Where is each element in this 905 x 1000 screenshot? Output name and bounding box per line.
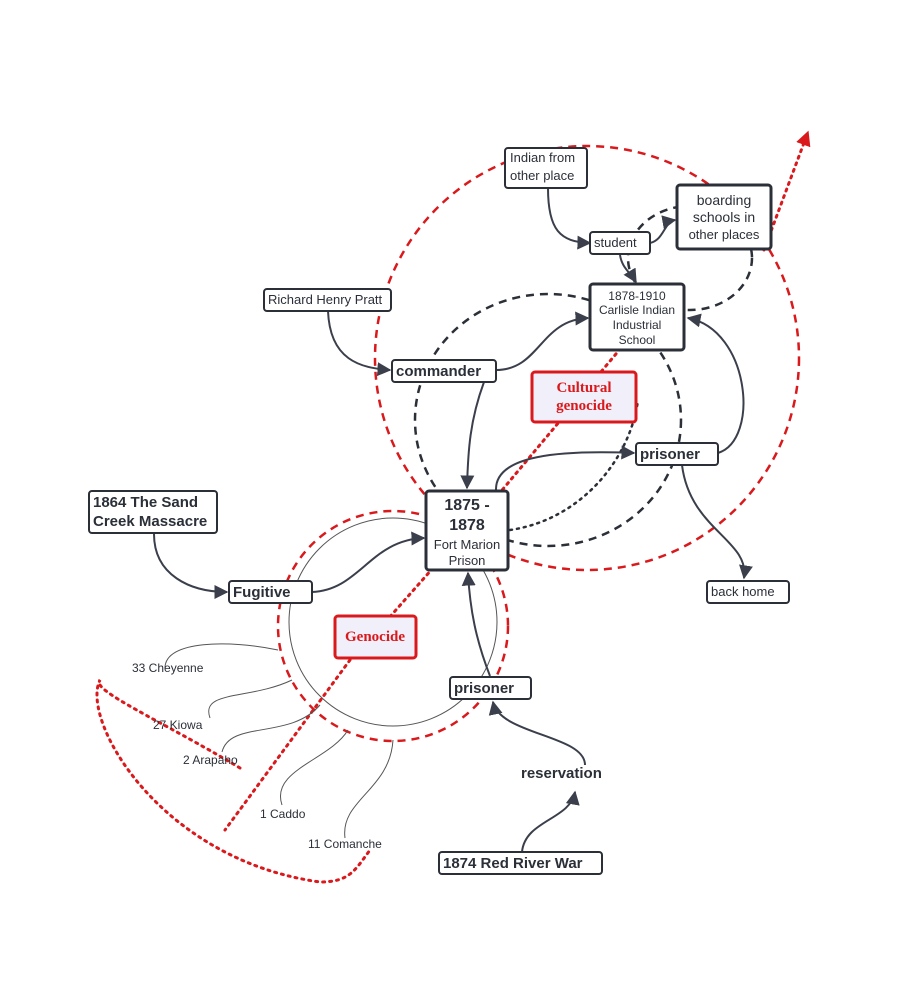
genocide-inner-thin-circle xyxy=(288,517,498,727)
node-fugitive[interactable]: Fugitive xyxy=(228,580,313,604)
node-richard-henry-pratt[interactable]: Richard Henry Pratt xyxy=(263,288,392,312)
fort-line3: Fort Marion xyxy=(434,537,500,552)
tribe-arapaho: 2 Arapaho xyxy=(183,753,238,767)
edge-prisoner-to-fort xyxy=(461,571,491,677)
fort-line1: 1875 - xyxy=(444,497,489,514)
carlisle-line1: 1878-1910 xyxy=(608,289,666,303)
reservation-label[interactable]: reservation xyxy=(521,765,602,782)
boarding-line2: schools in xyxy=(693,209,755,225)
edge-fort-to-prisoner xyxy=(494,445,636,491)
fugitive-label: Fugitive xyxy=(233,584,291,601)
pratt-label: Richard Henry Pratt xyxy=(268,292,383,307)
commander-label: commander xyxy=(396,363,481,380)
fort-line4: Prison xyxy=(449,553,486,568)
sand-creek-line2: Creek Massacre xyxy=(93,513,207,530)
tribe-comanche: 11 Comanche xyxy=(308,837,382,851)
tribe-line-kiowa xyxy=(208,679,293,719)
node-carlisle-indian-industrial-school[interactable]: 1878-1910 Carlisle Indian Industrial Sch… xyxy=(588,282,686,352)
node-sand-creek-massacre[interactable]: 1864 The Sand Creek Massacre xyxy=(88,490,218,534)
edge-student-to-carlisle xyxy=(619,254,637,284)
carlisle-black-dashed-ring xyxy=(413,292,683,548)
tribe-line-cheyenne xyxy=(164,643,279,669)
tribe-line-arapaho xyxy=(221,704,321,753)
student-label: student xyxy=(594,235,637,250)
node-back-home[interactable]: back home xyxy=(706,580,790,604)
dotted-red-tribes-loop xyxy=(95,678,372,884)
node-prisoner-bottom[interactable]: prisoner xyxy=(449,676,532,700)
tribe-line-comanche xyxy=(344,739,394,839)
genocide-red-dashed-circle xyxy=(276,509,510,743)
edge-indian-to-student xyxy=(547,187,592,250)
node-commander[interactable]: commander xyxy=(391,359,497,383)
carlisle-line3: Industrial xyxy=(613,318,662,332)
cultural-genocide-line1: Cultural xyxy=(556,380,611,396)
dotted-red-genocide-to-tribes xyxy=(223,658,352,832)
edge-redriver-to-reservation xyxy=(521,790,580,853)
edge-fugitive-to-fort xyxy=(311,531,426,593)
node-student[interactable]: student xyxy=(589,231,651,255)
edge-reservation-to-prisoner xyxy=(488,700,586,766)
back-home-label: back home xyxy=(711,584,775,599)
prisoner-bottom-label: prisoner xyxy=(454,680,514,697)
tribe-cheyenne: 33 Cheyenne xyxy=(132,661,204,675)
node-red-river-war[interactable]: 1874 Red River War xyxy=(438,851,603,875)
dotted-red-fort-to-genocide xyxy=(378,566,435,630)
edge-prisoner-to-backhome xyxy=(681,464,753,580)
boarding-line1: boarding xyxy=(697,192,752,208)
dotted-black-fort-to-carlisle xyxy=(508,398,640,532)
node-fort-marion-prison[interactable]: 1875 - 1878 Fort Marion Prison xyxy=(424,489,510,572)
node-indian-from-other-place[interactable]: Indian from other place xyxy=(504,147,588,189)
edge-sandcreek-to-fugitive xyxy=(153,533,229,599)
tribe-kiowa: 27 Kiowa xyxy=(153,718,203,732)
sand-creek-line1: 1864 The Sand xyxy=(93,494,198,511)
indian-other-line2: other place xyxy=(510,168,574,183)
carlisle-era-red-dashed-circle xyxy=(373,144,801,572)
edge-commander-to-fort xyxy=(460,381,485,490)
fort-line2: 1878 xyxy=(449,517,485,534)
node-genocide[interactable]: Genocide xyxy=(333,614,418,660)
edge-prisoner-to-carlisle xyxy=(686,313,745,454)
node-cultural-genocide[interactable]: Cultural genocide xyxy=(530,370,638,424)
genocide-label: Genocide xyxy=(345,629,405,645)
edge-commander-to-carlisle xyxy=(495,311,590,371)
tribe-caddo: 1 Caddo xyxy=(260,807,306,821)
prisoner-right-label: prisoner xyxy=(640,446,700,463)
edge-pratt-to-commander xyxy=(327,310,392,377)
indian-other-line1: Indian from xyxy=(510,150,575,165)
red-river-label: 1874 Red River War xyxy=(443,855,583,872)
node-prisoner-right[interactable]: prisoner xyxy=(635,442,719,466)
node-boarding-schools[interactable]: boarding schools in other places xyxy=(675,183,773,251)
boarding-line3: other places xyxy=(689,227,760,242)
cultural-genocide-line2: genocide xyxy=(556,398,612,414)
carlisle-line2: Carlisle Indian xyxy=(599,303,675,317)
edge-student-to-boarding xyxy=(649,215,677,244)
tribe-line-caddo xyxy=(279,729,349,806)
carlisle-line4: School xyxy=(619,333,656,347)
